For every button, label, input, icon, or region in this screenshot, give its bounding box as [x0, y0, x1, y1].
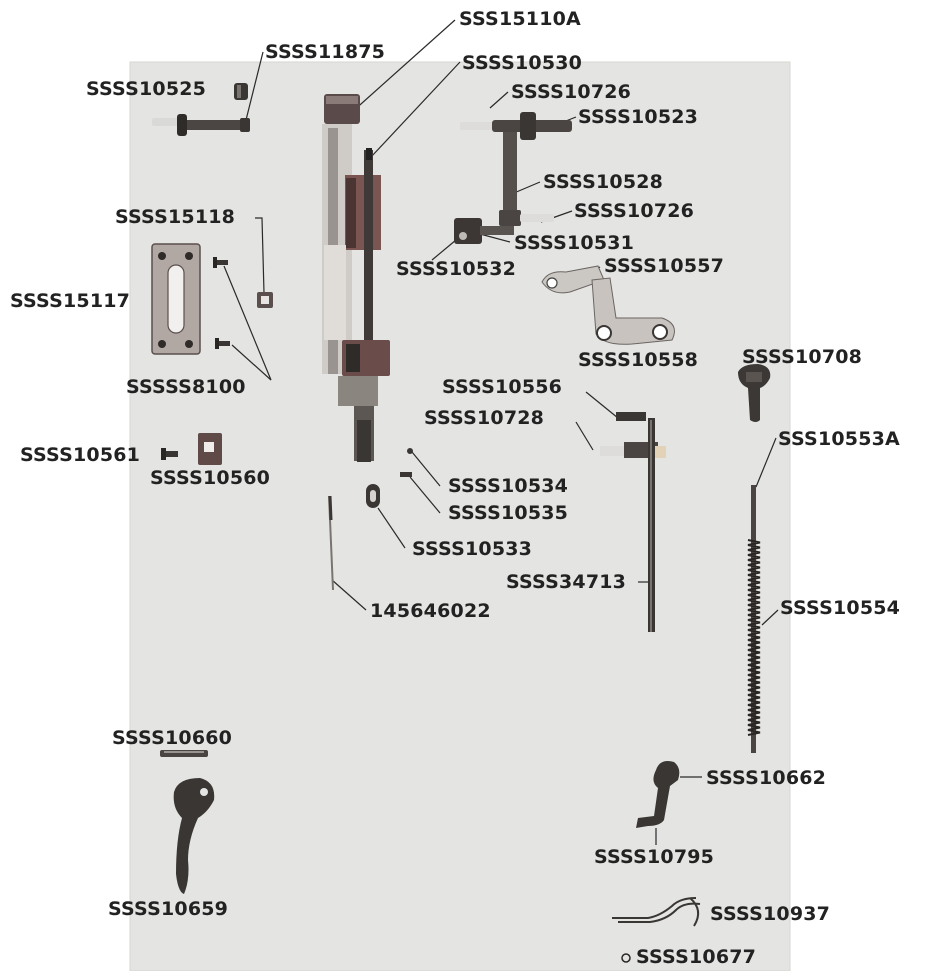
part-block-10560: [198, 433, 222, 465]
leader-sssss8100-b: [231, 344, 272, 381]
part-presser-bar-34713: [600, 412, 666, 632]
label-ssss10556: SSSS10556: [442, 376, 563, 398]
leader-ssss10533: [377, 507, 406, 549]
part-screw-10534: [407, 448, 413, 454]
label-ssss10532: SSSS10532: [396, 258, 517, 280]
label-ssss10557: SSSS10557: [604, 255, 725, 277]
part-screw-10535: [400, 472, 412, 477]
leader-ssss10534: [411, 451, 441, 487]
leader-sss10553a: [755, 437, 777, 488]
part-spring-10937: [612, 897, 701, 927]
part-knob-10708: [738, 364, 771, 422]
label-sss15110a: SSS15110A: [459, 8, 581, 30]
part-clamp-10533: [366, 484, 380, 508]
label-ssss10659: SSSS10659: [108, 898, 229, 920]
part-ring-10677: [621, 953, 631, 963]
label-ssss10660: SSSS10660: [112, 727, 233, 749]
label-sss10553a: SSS10553A: [778, 428, 900, 450]
part-nut-15118: [257, 292, 273, 308]
label-ssss10937: SSSS10937: [710, 903, 831, 925]
leader-145646022: [331, 579, 367, 611]
part-screw-10561: [161, 448, 178, 460]
part-screws-8100: [213, 257, 230, 349]
leader-ssss11875: [243, 51, 264, 129]
leader-ssss10532: [431, 239, 457, 261]
part-needle-145646022: [328, 495, 334, 591]
label-ssss10528: SSSS10528: [543, 171, 664, 193]
leader-ssss10530: [370, 61, 461, 158]
label-ssss10554: SSSS10554: [780, 597, 901, 619]
label-ssss10523: SSSS10523: [578, 106, 699, 128]
label-ssss10535: SSSS10535: [448, 502, 569, 524]
label-ssss10531: SSSS10531: [514, 232, 635, 254]
leader-ssss10535: [409, 476, 441, 514]
label-ssss10728: SSSS10728: [424, 407, 545, 429]
label-ssss10561: SSSS10561: [20, 444, 141, 466]
label-ssss34713: SSSS34713: [506, 571, 627, 593]
part-hook-10662: [636, 761, 680, 828]
leader-sss15110a: [351, 19, 456, 113]
label-ssss10726-lower: SSSS10726: [574, 200, 695, 222]
label-ssss10726-upper: SSSS10726: [511, 81, 632, 103]
label-ssss10560: SSSS10560: [150, 467, 271, 489]
label-ssss10708: SSSS10708: [742, 346, 863, 368]
photo-background-panel: [130, 62, 790, 971]
label-ssss10525: SSSS10525: [86, 78, 207, 100]
part-collar-10525: [234, 83, 248, 100]
leader-ssss10554: [761, 609, 779, 626]
label-ssss10795: SSSS10795: [594, 846, 715, 868]
leader-ssss10556: [585, 391, 619, 419]
leader-sssss8100-a: [223, 265, 272, 381]
part-rod-spring-10553a: [747, 485, 761, 753]
part-lever-10659: [173, 778, 215, 894]
label-ssss10533: SSSS10533: [412, 538, 533, 560]
label-ssss15118: SSSS15118: [115, 206, 236, 228]
label-ssss10677: SSSS10677: [636, 946, 757, 968]
label-ssss10662: SSSS10662: [706, 767, 827, 789]
label-145646022: 145646022: [370, 600, 491, 622]
label-ssss10558: SSSS10558: [578, 349, 699, 371]
label-ssss11875: SSSS11875: [265, 41, 386, 63]
part-pin-10660: [160, 750, 208, 757]
label-ssss10530: SSSS10530: [462, 52, 583, 74]
leader-ssss10728: [575, 421, 594, 451]
label-ssss15117: SSSS15117: [10, 290, 131, 312]
part-block-10531: [454, 218, 514, 244]
leader-ssss10726a: [489, 91, 509, 109]
label-ssss10534: SSSS10534: [448, 475, 569, 497]
label-sssss8100: SSSSS8100: [126, 376, 246, 398]
leader-ssss15118: [255, 217, 265, 294]
part-needle-bar-housing: [322, 94, 390, 462]
part-plate-15117: [151, 243, 201, 355]
leader-ssss10531: [479, 233, 511, 243]
part-shaft-11875: [152, 114, 250, 136]
leader-ssss10528: [513, 181, 541, 194]
part-crank-10558: [591, 277, 675, 345]
part-lever-10523-10528: [460, 112, 572, 226]
part-link-10557: [541, 265, 605, 294]
leader-lines: [223, 19, 779, 845]
